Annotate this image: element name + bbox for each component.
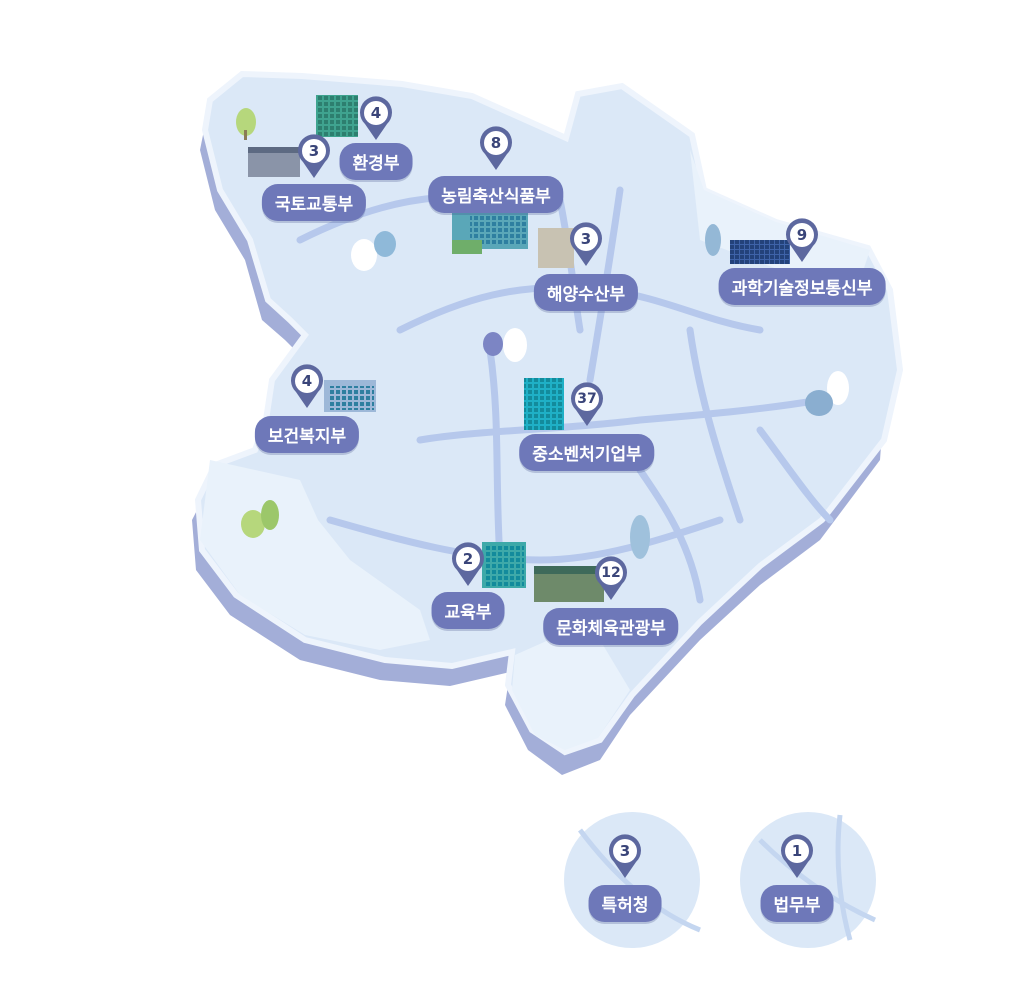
label-hwangyeong[interactable]: 환경부 [339, 143, 413, 180]
marker-count: 9 [796, 226, 808, 244]
marker-count: 2 [462, 550, 474, 568]
map-pin-icon[interactable] [594, 556, 628, 600]
label-gyoyuk[interactable]: 교육부 [431, 592, 505, 629]
label-nongrim[interactable]: 농림축산식품부 [428, 176, 564, 213]
map-pin-icon[interactable] [451, 542, 485, 586]
label-munhwa[interactable]: 문화체육관광부 [543, 608, 679, 645]
label-bogeon[interactable]: 보건복지부 [254, 416, 360, 453]
marker-count: 3 [580, 230, 592, 248]
label-jungso[interactable]: 중소벤처기업부 [519, 434, 655, 471]
map-pin-icon[interactable] [780, 834, 814, 878]
label-teukheo[interactable]: 특허청 [588, 885, 662, 922]
marker-count: 1 [791, 842, 803, 860]
land-light-west [200, 460, 430, 650]
marker-count: 3 [308, 142, 320, 160]
map-pin-icon[interactable] [479, 126, 513, 170]
map-pin-icon[interactable] [359, 96, 393, 140]
map-pin-icon[interactable] [297, 134, 331, 178]
label-gwahak[interactable]: 과학기술정보통신부 [718, 268, 886, 305]
marker-count: 3 [619, 842, 631, 860]
map-pin-icon[interactable] [608, 834, 642, 878]
label-gukto[interactable]: 국토교통부 [261, 184, 367, 221]
label-beommu[interactable]: 법무부 [760, 885, 834, 922]
marker-count: 12 [601, 565, 621, 581]
map-pin-icon[interactable] [785, 218, 819, 262]
label-haeyang[interactable]: 해양수산부 [533, 274, 639, 311]
trees [236, 108, 849, 559]
marker-count: 37 [577, 391, 597, 407]
map-pin-icon[interactable] [569, 222, 603, 266]
land-light-south [512, 635, 630, 750]
map-pin-icon[interactable] [290, 364, 324, 408]
marker-count: 4 [301, 372, 313, 390]
marker-count: 8 [490, 134, 502, 152]
map-pin-icon[interactable] [570, 382, 604, 426]
marker-count: 4 [370, 104, 382, 122]
